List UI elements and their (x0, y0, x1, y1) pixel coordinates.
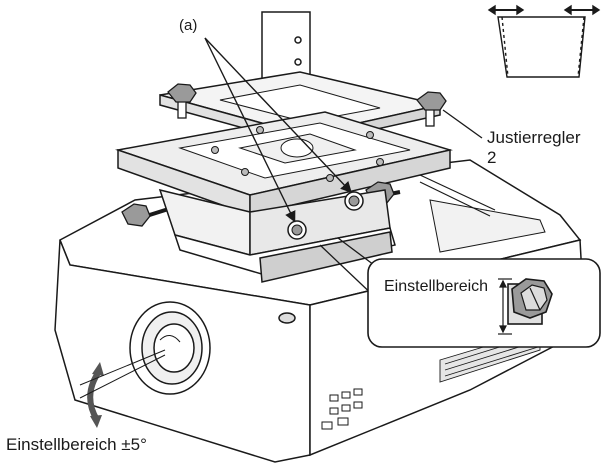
label-adjuster-line1: Justierregler (487, 128, 581, 147)
tilt-arrow-icon (79, 349, 166, 428)
zoom-callout (319, 237, 601, 348)
bolt-a-right (344, 191, 364, 211)
adjustment-knob-icon (167, 83, 197, 119)
leader-line-adjuster (442, 109, 483, 139)
adjustment-foot (278, 312, 296, 324)
label-tilt-range: Einstellbereich ±5° (6, 435, 147, 454)
label-adjuster-line2: 2 (487, 148, 497, 167)
lens (129, 301, 211, 395)
label-adjuster: Justierregler 2 (487, 128, 581, 168)
label-a: (a) (179, 17, 198, 34)
double-arrow-icon (487, 4, 525, 16)
label-zoom-range: Einstellbereich (384, 278, 489, 295)
double-arrow-icon (563, 4, 601, 16)
control-buttons (321, 388, 363, 430)
keystone-trapezoid-icon (487, 4, 601, 78)
leader-lines-a (204, 37, 352, 223)
adjustment-knob-icon (416, 91, 447, 127)
adjustment-knob-icon (507, 278, 553, 325)
bolt-a-left (287, 220, 307, 240)
range-bracket (498, 278, 512, 335)
